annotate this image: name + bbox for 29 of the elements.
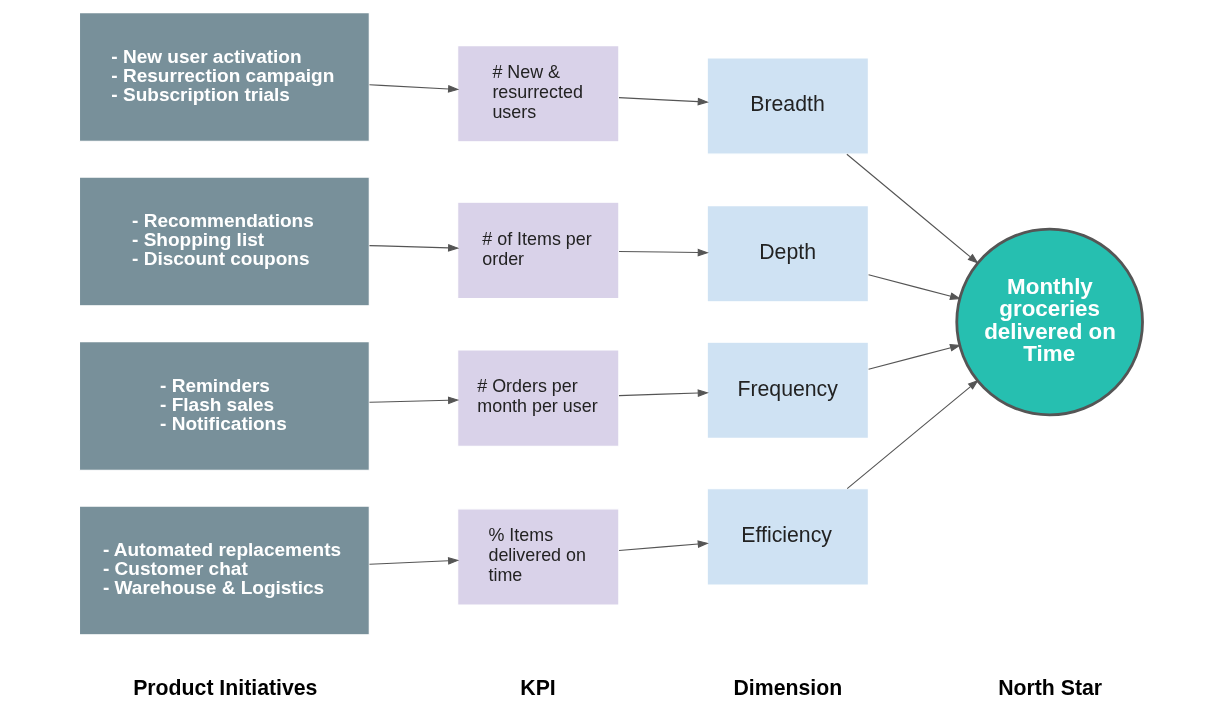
node-box: - Automated replacements - Customer chat - Warehouse & Logistics	[78, 505, 370, 636]
arrow	[368, 556, 459, 565]
arrow	[617, 97, 709, 106]
node-box: # New & resurrected users	[456, 45, 619, 143]
arrow	[368, 84, 459, 93]
node-box: Frequency	[706, 341, 869, 439]
node-circle: Monthly groceries delivered on Time	[954, 227, 1144, 417]
node-box: Breadth	[706, 57, 869, 155]
node-box: % Items delivered on time	[456, 508, 619, 606]
arrow	[845, 153, 979, 264]
node-box: # of Items per order	[456, 201, 619, 300]
arrow	[867, 274, 961, 300]
node-box: Efficiency	[706, 488, 869, 586]
arrow	[617, 389, 709, 397]
label: North Star	[997, 676, 1102, 701]
label: Product Initiatives	[132, 676, 317, 701]
node-box: Depth	[706, 205, 869, 303]
node-box: - New user activation - Resurrection campaign - Subscription trials	[78, 12, 370, 142]
arrow	[368, 396, 459, 405]
arrow	[617, 248, 709, 257]
node-box: - Reminders - Flash sales - Notifications	[78, 341, 370, 471]
label: Dimension	[733, 676, 842, 701]
node-box: - Recommendations - Shopping list - Discount coupons	[78, 176, 370, 307]
arrow	[368, 243, 459, 252]
arrow	[617, 540, 709, 552]
arrow	[867, 344, 961, 370]
arrow	[846, 379, 979, 490]
label: KPI	[519, 676, 556, 701]
node-box: # Orders per month per user	[456, 349, 619, 447]
